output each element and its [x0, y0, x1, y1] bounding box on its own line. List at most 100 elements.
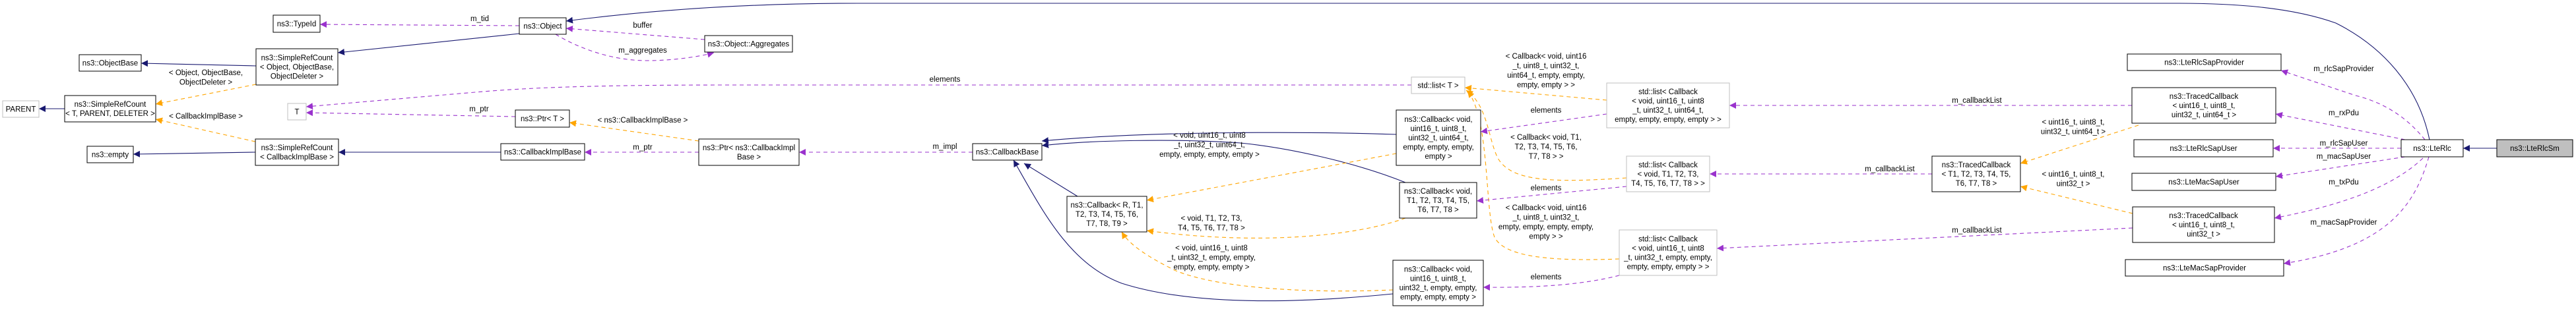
node-label: ns3::Callback< void,: [1404, 266, 1472, 274]
edge-tpl-traced-u64: [2020, 125, 2139, 165]
edge-label-line: m_rlcSapProvider: [2313, 65, 2374, 73]
class-node-callback-r[interactable]: ns3::Callback< R, T1,T2, T3, T4, T5, T6,…: [1066, 196, 1147, 233]
class-node-macsapprovider[interactable]: ns3::LteMacSapProvider: [2125, 259, 2284, 277]
nodes: PARENT ns3::SimpleRefCount< T, PARENT, DE…: [2, 14, 2573, 306]
node-label: ns3::LteMacSapUser: [2168, 179, 2239, 186]
edge-use-elements-t8: [1476, 186, 1627, 204]
edge-label-line: _t, uint32_t, empty, empty,: [1167, 254, 1256, 262]
node-label: < void, uint16_t, uint8: [1632, 98, 1704, 105]
edge-label-m-rxPdu: m_rxPdu: [2329, 109, 2359, 117]
edge-inherit-cb-t8-callbackbase: [1041, 140, 1406, 183]
class-node-src-object[interactable]: ns3::SimpleRefCount< Object, ObjectBase,…: [255, 48, 338, 86]
edge-label-m-rlcSapUser: m_rlcSapUser: [2320, 140, 2368, 148]
edge-label-line: uint64_t, empty, empty,: [1507, 72, 1585, 80]
edge-label-cb-u32-tpl: < void, uint16_t, uint8_t, uint32_t, emp…: [1167, 244, 1256, 271]
class-node-callback-u64[interactable]: ns3::Callback< void,uint16_t, uint8_t,ui…: [1396, 109, 1481, 166]
edge-inherit-cb-r-callbackbase: [1023, 163, 1078, 197]
edge-label-line: T4, T5, T6, T7, T8 >: [1178, 225, 1245, 233]
edge-inherit-cb-u64-callbackbase: [1041, 132, 1397, 144]
node-box: [2127, 53, 2282, 71]
class-node-stdlist-t[interactable]: std::list< T >: [1411, 76, 1465, 94]
edge-label-m-tid: m_tid: [470, 15, 489, 23]
edge-tpl-src-cib: [155, 117, 256, 142]
edge-label-line: elements: [930, 76, 961, 84]
class-node-macsapuser[interactable]: ns3::LteMacSapUser: [2131, 173, 2276, 191]
edge-label-line: m_aggregates: [618, 47, 667, 55]
edge-use-elements-t: [306, 84, 1411, 110]
node-box: [1399, 182, 1477, 219]
class-node-stdlist-u32[interactable]: std::list< Callback< void, uint16_t, uin…: [1619, 229, 1718, 276]
edge-label-line: empty, empty > >: [1517, 82, 1575, 90]
class-node-aggregates[interactable]: ns3::Object::Aggregates: [704, 35, 793, 53]
node-label: T6, T7, T8 >: [1956, 180, 1997, 188]
edge-label-line: m_txPdu: [2329, 179, 2358, 186]
class-node-callbackbase[interactable]: ns3::CallbackBase: [972, 143, 1043, 161]
class-node-rlcsapuser[interactable]: ns3::LteRlcSapUser: [2133, 139, 2274, 157]
class-node-ptr-t[interactable]: ns3::Ptr< T >: [515, 109, 570, 128]
class-node-callback-u32[interactable]: ns3::Callback< void,uint16_t, uint8_t,ui…: [1392, 260, 1484, 306]
node-label: _t, uint32_t, uint64_t,: [1632, 107, 1703, 115]
node-label: uint16_t, uint8_t,: [1410, 275, 1466, 283]
edge-label-line: m_ptr: [469, 105, 489, 113]
node-box: [64, 95, 156, 123]
node-label: < void, uint16_t, uint8: [1632, 245, 1704, 253]
class-node-stdlist-u64[interactable]: std::list< Callback< void, uint16_t, uin…: [1606, 82, 1730, 128]
class-node-src-cib[interactable]: ns3::SimpleRefCount< CallbackImplBase >: [255, 138, 339, 166]
node-box: [2131, 87, 2276, 124]
node-label: T: [294, 109, 299, 117]
edge-label-line: empty, empty, empty, empty,: [1498, 223, 1594, 231]
edge-label-m-impl: m_impl: [932, 143, 957, 151]
class-node-ptr-cib[interactable]: ns3::Ptr< ns3::CallbackImplBase >: [698, 138, 800, 166]
class-node-lterlcsm[interactable]: ns3::LteRlcSm: [2496, 139, 2573, 157]
node-label: ns3::Callback< void,: [1404, 116, 1472, 124]
class-node-object[interactable]: ns3::Object: [519, 17, 567, 35]
class-node-t[interactable]: T: [287, 103, 307, 121]
node-label: ObjectDeleter >: [271, 73, 324, 81]
edge-label-list-u64-tpl: < Callback< void, uint16_t, uint8_t, uin…: [1506, 53, 1587, 90]
edge-label-traced-u64-tpl: < uint16_t, uint8_t,uint32_t, uint64_t >: [2041, 119, 2106, 136]
node-label: ns3::TracedCallback: [2169, 212, 2238, 220]
edge-label-m-txPdu: m_txPdu: [2329, 179, 2358, 186]
edge-inherit-src-object-objectbase: [141, 60, 257, 67]
edge-label-m-macSapProvider: m_macSapProvider: [2311, 219, 2377, 227]
node-label: uint32_t, uint64_t >: [2172, 111, 2236, 119]
edge-label-line: m_callbackList: [1865, 165, 1915, 173]
class-node-callback-t8[interactable]: ns3::Callback< void,T1, T2, T3, T4, T5,T…: [1399, 182, 1477, 219]
edge-label-m-ptr-cib: m_ptr: [633, 144, 653, 152]
edge-label-ptr-cib-tpl: < ns3::CallbackImplBase >: [598, 117, 688, 125]
edge-label-line: < Callback< void, uint16: [1506, 204, 1587, 212]
node-box: [1606, 82, 1730, 128]
node-box: [972, 143, 1043, 161]
class-node-lterlc[interactable]: ns3::LteRlc: [2400, 139, 2464, 157]
node-label: std::list< Callback: [1638, 88, 1698, 96]
class-node-objectbase[interactable]: ns3::ObjectBase: [79, 54, 142, 72]
node-label: T6, T7, T8 >: [1417, 206, 1459, 214]
edge-inherit-src-cib-empty: [133, 150, 256, 157]
node-label: uint32_t, empty, empty,: [1400, 285, 1477, 293]
node-box: [2, 100, 40, 118]
edge-tpl-list-t8: [1465, 90, 1627, 181]
class-node-empty[interactable]: ns3::empty: [86, 146, 134, 163]
edge-use-elements-u64: [1480, 113, 1607, 134]
class-node-typeid[interactable]: ns3::TypeId: [273, 14, 321, 33]
class-node-traced-t8[interactable]: ns3::TracedCallback< T1, T2, T3, T4, T5,…: [1931, 155, 2021, 192]
class-node-stdlist-t8[interactable]: std::list< Callback< void, T1, T2, T3,T4…: [1626, 155, 1710, 192]
edge-label-line: < uint16_t, uint8_t,: [2042, 171, 2105, 179]
edge-label-line: m_ptr: [633, 144, 653, 152]
class-node-rlcsapprovider[interactable]: ns3::LteRlcSapProvider: [2127, 53, 2282, 71]
node-box: [698, 138, 800, 166]
edge-label-line: < Object, ObjectBase,: [169, 69, 243, 77]
edge-label-line: < Callback< void, uint16: [1506, 53, 1587, 61]
class-node-src-tpd[interactable]: ns3::SimpleRefCount< T, PARENT, DELETER …: [64, 95, 156, 123]
edge-label-buffer: buffer: [633, 22, 652, 30]
class-node-traced-u64[interactable]: ns3::TracedCallback< uint16_t, uint8_t,u…: [2131, 87, 2276, 124]
edge-tpl-traced-u32: [2020, 184, 2133, 214]
class-node-callbackimplbase[interactable]: ns3::CallbackImplBase: [500, 143, 585, 161]
class-node-parent[interactable]: PARENT: [2, 100, 40, 118]
edge-label-line: m_callbackList: [1952, 97, 2002, 105]
node-label: T1, T2, T3, T4, T5,: [1407, 197, 1469, 205]
edge-label-m-aggregates: m_aggregates: [618, 47, 667, 55]
class-node-traced-u32[interactable]: ns3::TracedCallback< uint16_t, uint8_t,u…: [2132, 206, 2275, 243]
node-box: [2125, 259, 2284, 277]
node-label: empty >: [1425, 153, 1452, 161]
